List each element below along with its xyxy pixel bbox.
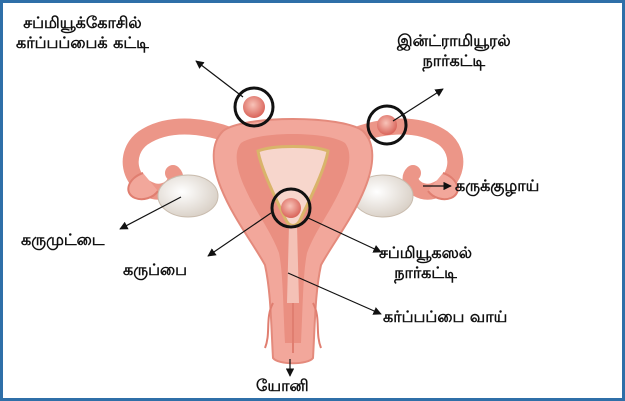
subserous-fibroid	[243, 96, 265, 118]
intramural-fibroid	[377, 115, 397, 135]
label-subserous-line2: கர்ப்பப்பைக் கட்டி	[16, 33, 149, 53]
cervical-canal	[287, 225, 299, 303]
label-ovary: கருமுட்டை	[21, 230, 104, 250]
label-intramural-line1: இன்ட்ராமியூரல்	[397, 31, 511, 51]
label-uterus: கருப்பை	[123, 260, 187, 280]
arrow-subserous	[196, 61, 243, 97]
label-submucosal-line1: சப்மியூகஸல்	[379, 243, 472, 263]
uterus-diagram	[3, 3, 622, 398]
label-intramural-fibroid: இன்ட்ராமியூரல் நார்கட்டி	[397, 31, 511, 71]
label-submucosal-fibroid: சப்மியூகஸல் நார்கட்டி	[379, 243, 472, 283]
label-vagina: யோனி	[256, 376, 309, 396]
label-subserous-fibroid: சப்மியூக்கோசில் கர்ப்பப்பைக் கட்டி	[16, 13, 149, 53]
submucosal-fibroid	[281, 198, 301, 218]
label-intramural-line2: நார்கட்டி	[397, 51, 511, 71]
label-cervix: கர்ப்பப்பை வாய்	[383, 307, 507, 327]
label-submucosal-line2: நார்கட்டி	[379, 263, 472, 283]
left-ovary	[158, 175, 218, 217]
label-subserous-line1: சப்மியூக்கோசில்	[16, 13, 149, 33]
arrow-intramural	[393, 89, 443, 121]
label-fallopian-tube: கருக்குழாய்	[455, 176, 539, 196]
